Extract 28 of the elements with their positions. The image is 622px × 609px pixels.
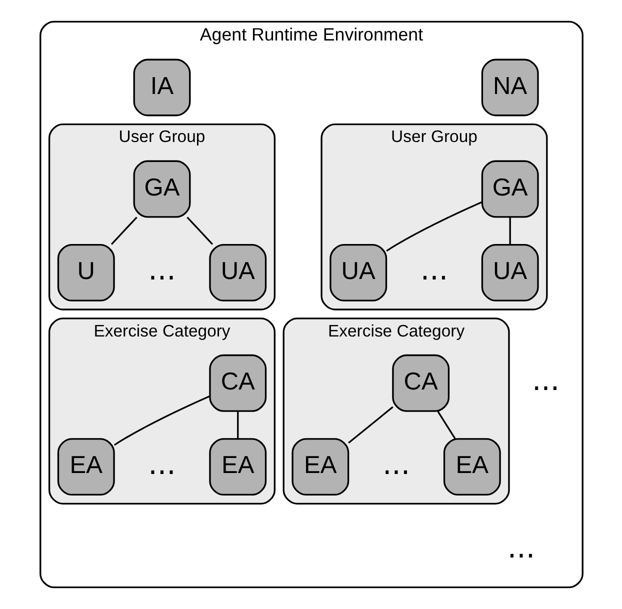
- label: ...: [148, 252, 176, 287]
- label: ...: [148, 446, 176, 481]
- label: ...: [420, 252, 448, 287]
- node-box: NA: [480, 58, 538, 116]
- connector: [348, 406, 393, 444]
- node-box: CA: [208, 354, 266, 412]
- node-box: UA: [208, 244, 266, 302]
- node-box: EA: [208, 438, 266, 496]
- node-box: EA: [291, 438, 349, 496]
- node-box: U: [56, 244, 114, 302]
- node-box: UA: [480, 244, 538, 302]
- connector: [113, 396, 210, 446]
- connector: [386, 201, 482, 252]
- node-box: IA: [132, 58, 190, 116]
- label: ...: [382, 446, 410, 481]
- connector: [110, 216, 137, 245]
- node-box: EA: [56, 438, 114, 496]
- label: ...: [506, 530, 535, 565]
- connector: [186, 216, 213, 245]
- connector: [436, 410, 456, 439]
- node-box: EA: [442, 438, 500, 496]
- node-box: CA: [392, 354, 450, 412]
- node-box: GA: [132, 160, 190, 218]
- connector: [236, 411, 238, 438]
- label: ...: [531, 363, 560, 398]
- node-box: UA: [329, 244, 387, 302]
- node-box: GA: [480, 160, 538, 218]
- connector: [508, 217, 510, 244]
